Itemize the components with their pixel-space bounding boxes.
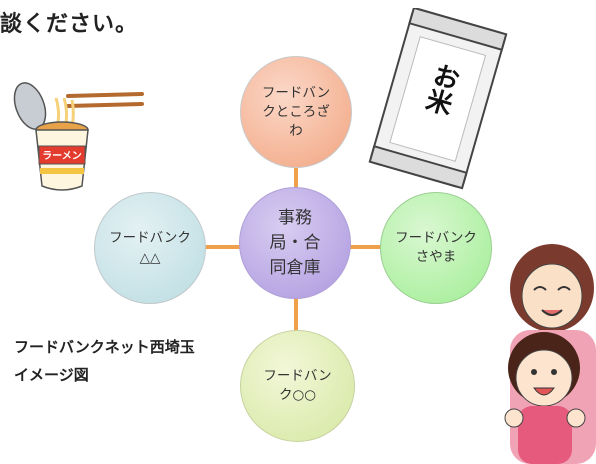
node-foodbank-sayama: フードバンクさやま: [380, 192, 492, 304]
mother-child-icon: [504, 244, 596, 464]
cup-noodle-label: ラーメン: [42, 150, 82, 162]
node-top-label: フードバンクところざわ: [261, 84, 331, 139]
caption-line-2: イメージ図: [14, 366, 89, 384]
header-text: 談ください。: [0, 12, 139, 37]
caption-line-1: フードバンクネット西埼玉: [14, 338, 195, 356]
node-left-label: フードバンク△△: [109, 230, 191, 266]
node-center-label: 事務局・合同倉庫: [269, 207, 321, 278]
node-foodbank-triangle: フードバンク△△: [94, 192, 206, 304]
node-office-warehouse: 事務局・合同倉庫: [239, 187, 351, 299]
node-right-label: フードバンクさやま: [395, 230, 477, 265]
node-foodbank-circle: フードバンク○○: [240, 330, 355, 442]
node-bottom-label: フードバンク○○: [263, 368, 332, 403]
diagram-caption: フードバンクネット西埼玉 イメージ図: [14, 333, 195, 389]
cup-noodle-icon: ラーメン: [13, 82, 144, 191]
node-foodbank-tokorozawa: フードバンクところざわ: [240, 56, 352, 168]
rice-bag-icon: お米: [368, 8, 508, 190]
